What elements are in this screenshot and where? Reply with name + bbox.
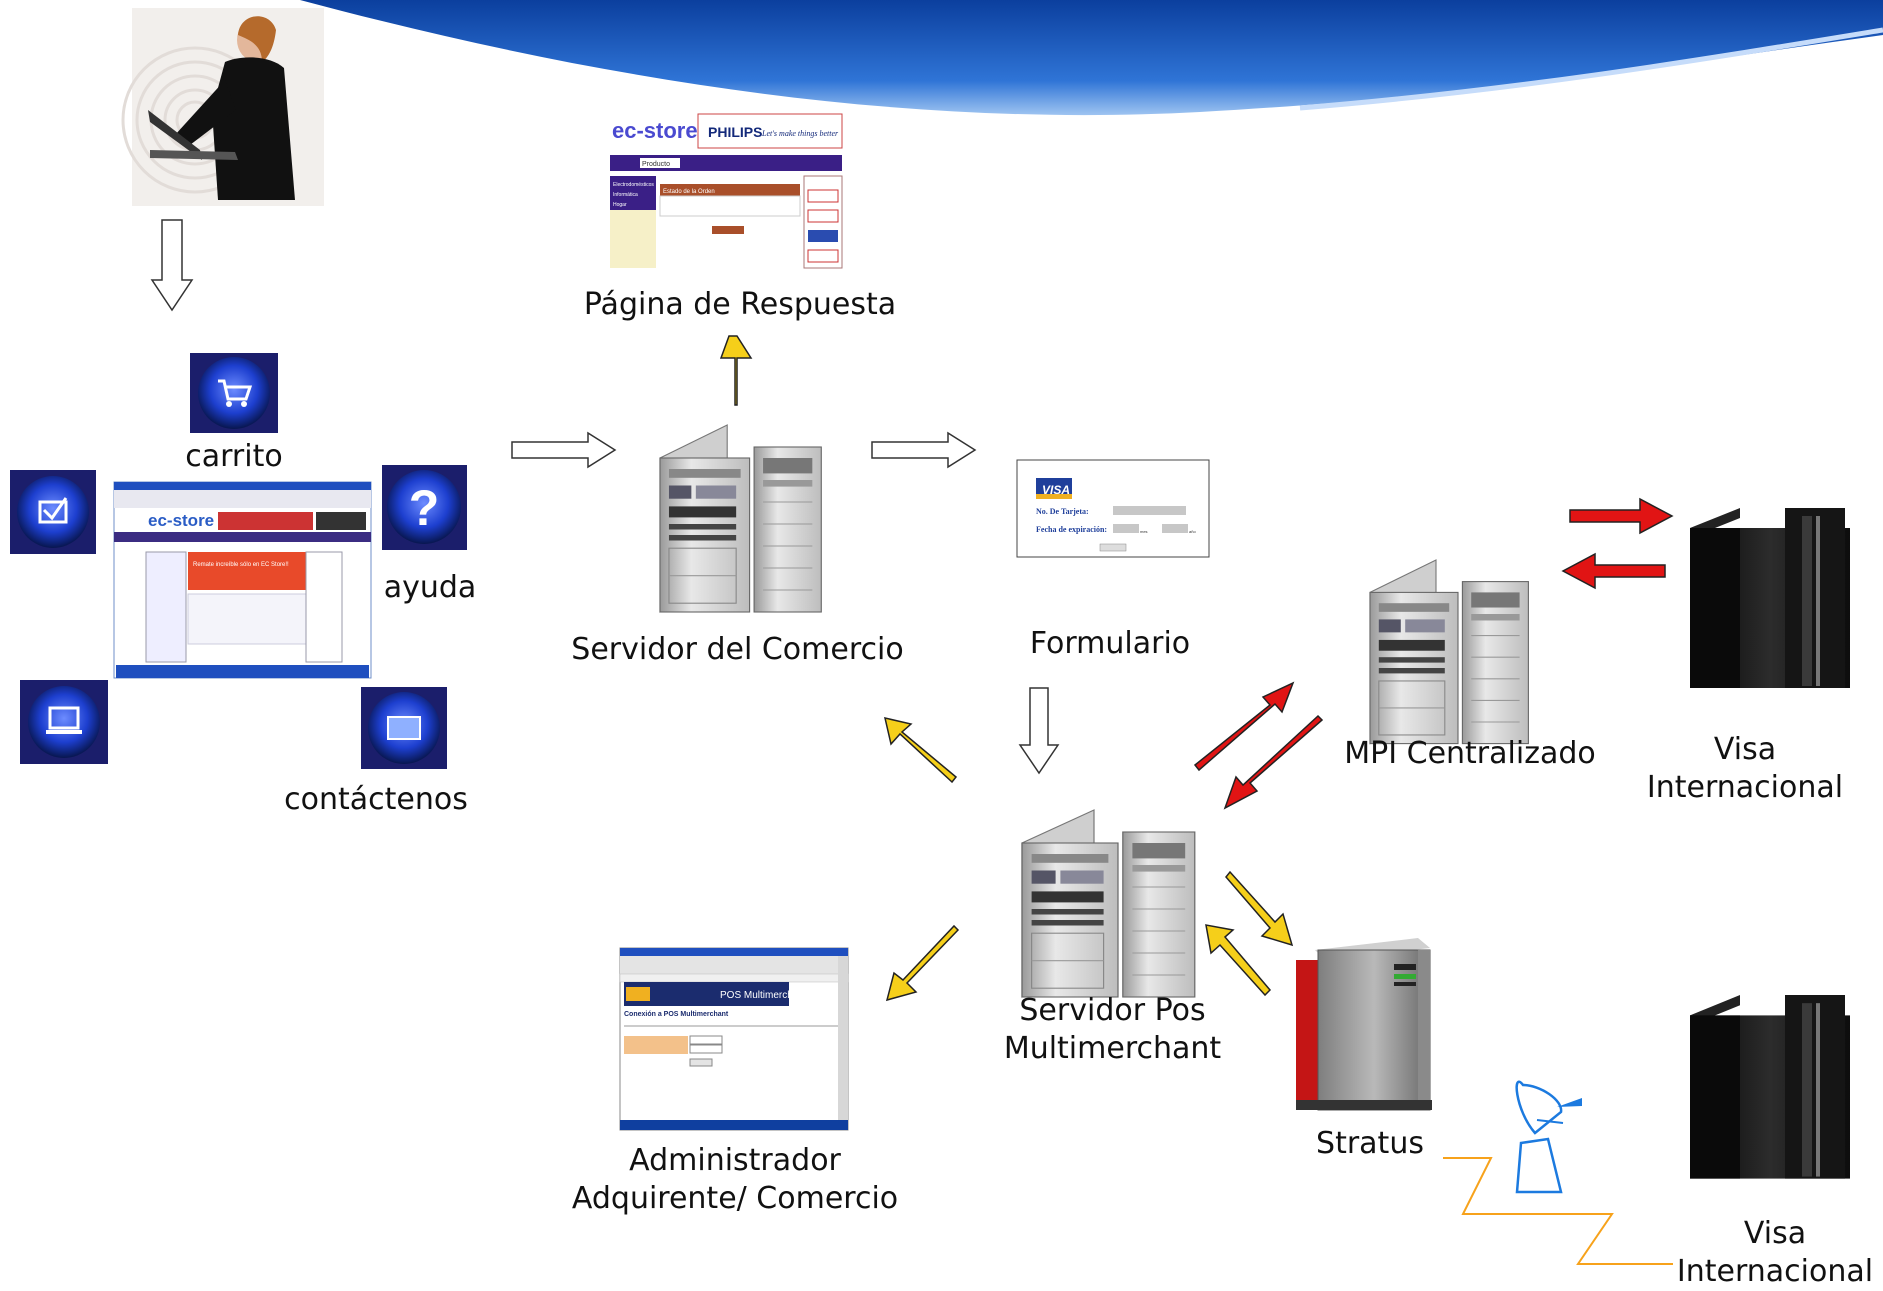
checklist-icon[interactable] [10, 470, 96, 554]
submit-button [1099, 543, 1127, 552]
label-visa-bottom-line2: Internacional [1676, 1254, 1874, 1289]
label-visa-bottom-line1: Visa [1743, 1216, 1807, 1251]
arrow-pos-to-stratus [1225, 870, 1294, 947]
arrow-mpi-to-visa [1569, 497, 1674, 535]
arrow-pos-to-merchant-server [883, 716, 958, 784]
satellite-dish-icon [1515, 1080, 1582, 1194]
shop-promo: Remate increíble sólo en EC Store!! [193, 562, 289, 568]
arrow-pos-to-admin [885, 924, 960, 1002]
label-administrador-line2: Adquirente/ Comercio [571, 1181, 899, 1216]
label-servidor-pos-line1: Servidor Pos [1019, 993, 1206, 1028]
arrow-form-to-pos [1018, 687, 1060, 775]
response-brand: PHILIPS [708, 124, 762, 140]
merchant-server-image [659, 424, 822, 613]
label-mpi-centralizado: MPI Centralizado [1344, 736, 1596, 771]
card-number-label: No. De Tarjeta: [1036, 507, 1089, 516]
contact-card-icon[interactable] [361, 687, 447, 769]
admin-screenshot: POS Multimerchant Conexión a POS Multime… [619, 947, 849, 1131]
response-menu-2: Informática [613, 192, 638, 198]
header-banner [300, 0, 1883, 116]
label-ayuda: ayuda [383, 570, 477, 605]
card-number-field [1113, 506, 1186, 515]
expiry-year-field [1162, 524, 1188, 533]
label-administrador-line1: Administrador [629, 1143, 841, 1178]
label-visa-top-line1: Visa [1713, 732, 1777, 767]
arrow-mpi-to-pos [1223, 714, 1324, 810]
arrow-merchant-server-to-form [871, 431, 977, 469]
arrow-shop-to-merchant-server [511, 431, 617, 469]
response-panel-title: Estado de la Orden [663, 189, 715, 195]
response-menu-3: Hogar [613, 202, 627, 208]
response-search-value: Producto [642, 161, 670, 168]
expiry-month-field [1113, 524, 1139, 533]
customer-with-laptop-image [121, 8, 324, 206]
label-administrador: Administrador Adquirente/ Comercio [560, 1142, 910, 1218]
pos-server-image [1021, 809, 1196, 998]
visa-mainframe-bottom-image [1690, 995, 1850, 1179]
response-tagline: Let's make things better [761, 129, 839, 138]
label-carrito: carrito [185, 439, 283, 474]
month-unit: mes [1140, 529, 1148, 534]
label-servidor-pos: Servidor Pos Multimerchant [970, 992, 1255, 1068]
label-pagina-respuesta: Página de Respuesta [583, 287, 897, 322]
shop-logo: ec-store [148, 511, 214, 530]
arrow-visa-to-mpi [1561, 552, 1666, 590]
arrow-pos-to-mpi [1193, 681, 1295, 772]
label-servidor-pos-line2: Multimerchant [1003, 1031, 1222, 1066]
stratus-machine-image [1296, 938, 1432, 1111]
year-unit: año [1189, 529, 1196, 534]
label-contactenos: contáctenos [284, 782, 468, 817]
cart-icon[interactable] [190, 353, 278, 433]
admin-banner: POS Multimerchant [720, 990, 807, 1001]
computer-icon[interactable] [20, 680, 108, 764]
label-visa-internacional-bottom: Visa Internacional [1670, 1215, 1880, 1291]
expiry-label: Fecha de expiración: [1036, 525, 1107, 534]
response-page-screenshot: ec-store PHILIPS Let's make things bette… [610, 110, 843, 270]
visa-logo: VISA [1042, 483, 1070, 497]
arrow-merchant-to-response-page [719, 335, 753, 406]
help-icon[interactable]: ? [382, 465, 467, 550]
label-formulario: Formulario [1029, 626, 1191, 661]
satellite-link-line [1443, 1157, 1673, 1265]
visa-payment-form: VISA No. De Tarjeta: Fecha de expiración… [1016, 459, 1210, 558]
label-servidor-comercio: Servidor del Comercio [571, 632, 904, 667]
arrow-stratus-to-pos [1205, 924, 1272, 997]
visa-mainframe-top-image [1690, 508, 1850, 688]
shop-website-screenshot: ec-store Remate increíble sólo en EC Sto… [113, 481, 372, 679]
admin-heading: Conexión a POS Multimerchant [624, 1011, 729, 1018]
response-logo: ec-store [612, 118, 698, 143]
mpi-server-image [1369, 559, 1529, 745]
arrow-customer-to-shop [150, 219, 194, 312]
label-stratus: Stratus [1316, 1126, 1424, 1161]
response-menu-1: Electrodomésticos [613, 182, 654, 188]
label-visa-internacional-top: Visa Internacional [1630, 731, 1860, 807]
svg-text:?: ? [409, 480, 440, 536]
label-visa-top-line2: Internacional [1646, 770, 1844, 805]
